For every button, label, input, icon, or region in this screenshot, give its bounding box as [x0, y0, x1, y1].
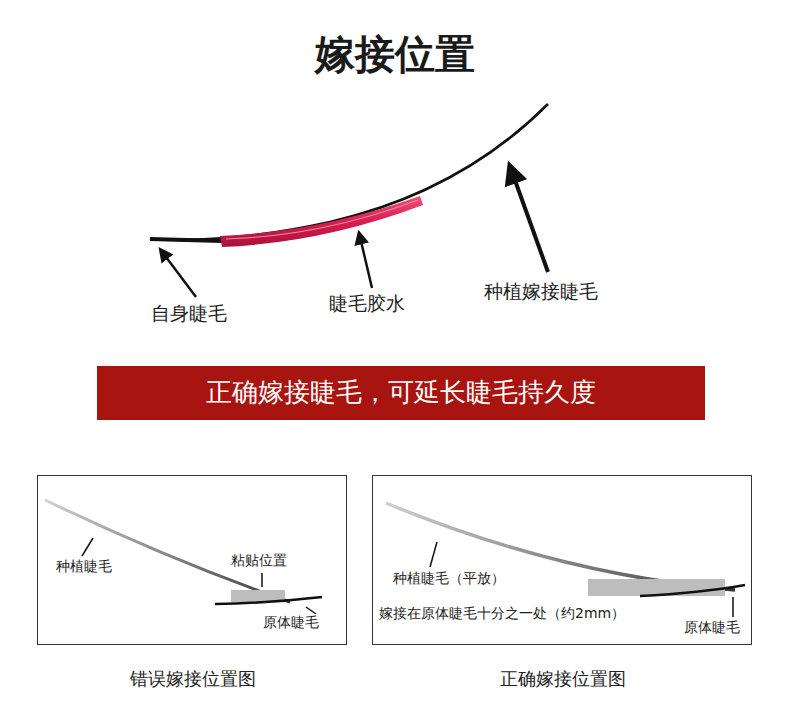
leader-line: [261, 573, 263, 587]
extension-lash: [386, 503, 735, 590]
lash-glue: [220, 196, 423, 247]
part-label: 种植睫毛: [55, 558, 113, 575]
glue-position: [588, 579, 725, 596]
leader-arrow: [512, 172, 548, 272]
band-text: 正确嫁接睫毛，可延长睫毛持久度: [206, 377, 596, 408]
leader-arrow: [360, 237, 372, 288]
leader-line: [306, 607, 316, 614]
part-label: 自身睫毛: [150, 302, 228, 325]
figure-caption: 错误嫁接位置图: [130, 668, 256, 690]
part-label: 种植嫁接睫毛: [483, 280, 599, 303]
leader-line: [82, 538, 93, 556]
part-label: 睫毛胶水: [328, 292, 406, 315]
part-label: 嫁接在原体睫毛十分之一处（约2mm）: [378, 605, 626, 622]
extension-lash: [45, 500, 290, 602]
highlight-band: 正确嫁接睫毛，可延长睫毛持久度: [97, 366, 705, 420]
part-label: 种植睫毛（平放）: [392, 570, 506, 587]
glue-highlight: [226, 200, 418, 239]
natural-lash: [640, 585, 745, 596]
diagram-title: 嫁接位置: [315, 30, 475, 78]
part-label: 原体睫毛: [683, 619, 741, 636]
part-label: 原体睫毛: [262, 614, 320, 631]
leader-line: [732, 597, 734, 617]
natural-lash-base: [150, 239, 222, 241]
part-label: 粘贴位置: [230, 552, 288, 569]
natural-lash: [215, 597, 322, 604]
figure-caption: 正确嫁接位置图: [500, 668, 626, 690]
leader-arrow: [163, 253, 196, 297]
leader-line: [430, 542, 437, 567]
